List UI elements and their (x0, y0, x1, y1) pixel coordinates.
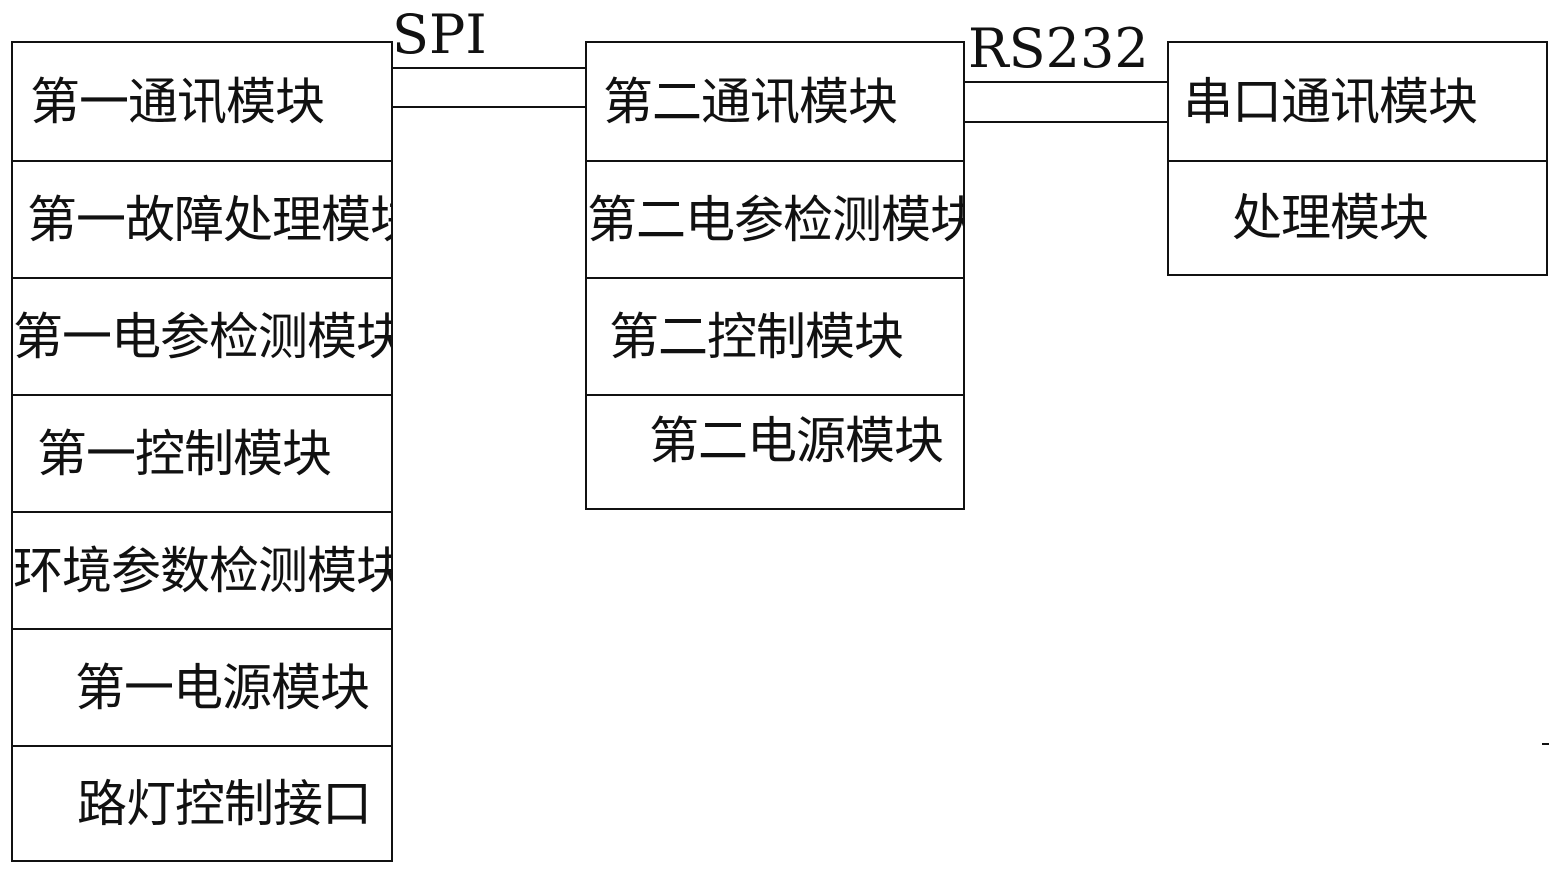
third-unit-box: 串口通讯模块 处理模块 (1167, 41, 1548, 276)
second-unit-box: 第二通讯模块 第二电参检测模块 第二控制模块 第二电源模块 (585, 41, 965, 510)
first-unit-box: 第一通讯模块 第一故障处理模块 第一电参检测模块 第一控制模块 环境参数检测模块… (11, 41, 393, 862)
module-first-control: 第一控制模块 (13, 394, 391, 511)
module-first-power: 第一电源模块 (13, 628, 391, 745)
module-second-electrical-detection: 第二电参检测模块 (587, 160, 963, 277)
rs232-label: RS232 (968, 22, 1149, 76)
module-serial-communication: 串口通讯模块 (1169, 43, 1546, 160)
module-first-communication: 第一通讯模块 (13, 43, 391, 160)
module-streetlight-interface: 路灯控制接口 (13, 745, 391, 860)
module-processing: 处理模块 (1169, 160, 1546, 274)
module-first-fault-handling: 第一故障处理模块 (13, 160, 391, 277)
spi-label: SPI (392, 8, 487, 62)
module-environment-detection: 环境参数检测模块 (13, 511, 391, 628)
module-second-power: 第二电源模块 (587, 394, 963, 508)
module-second-control: 第二控制模块 (587, 277, 963, 394)
module-first-electrical-detection: 第一电参检测模块 (13, 277, 391, 394)
module-second-communication: 第二通讯模块 (587, 43, 963, 160)
